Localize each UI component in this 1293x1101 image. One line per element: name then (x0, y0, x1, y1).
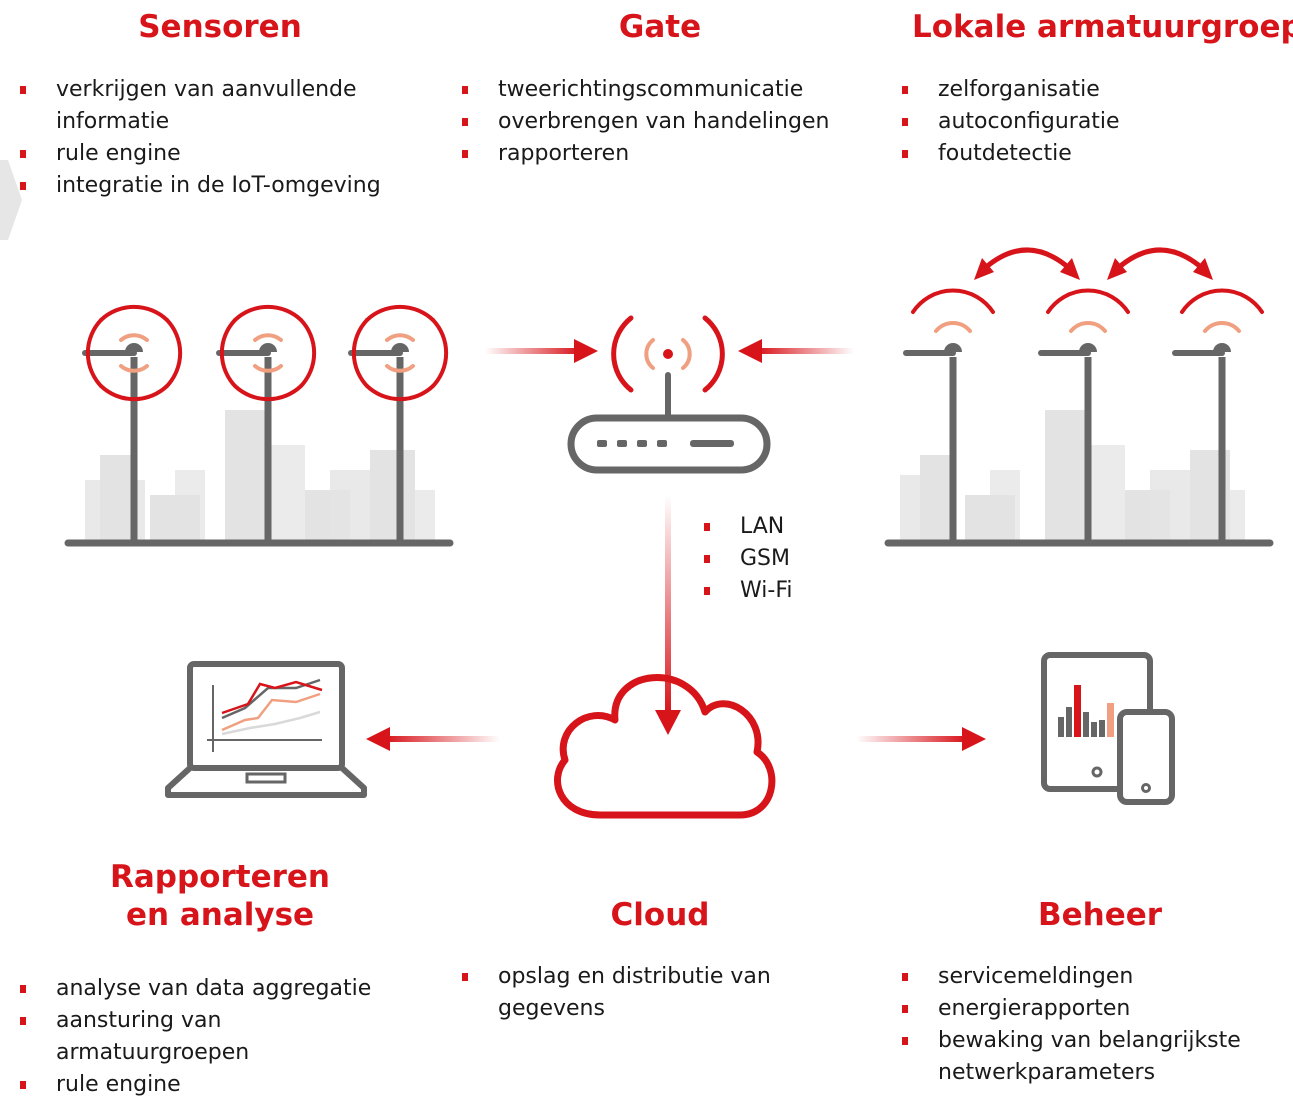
list-item: integratie in de IoT-omgeving (18, 170, 398, 202)
sensoren-heading: Sensoren (138, 9, 302, 45)
gate-heading: Gate (618, 9, 702, 45)
lokale-armatuurgroep-heading: Lokale armatuurgroep (912, 9, 1293, 45)
street-lamp-icon (348, 304, 449, 543)
cloud-list: opslag en distributie van gegevens (460, 961, 790, 1025)
beheer-list: servicemeldingen energierapporten bewaki… (900, 961, 1250, 1089)
list-item: GSM (702, 543, 842, 575)
street-lamp-icon (1172, 288, 1264, 543)
list-item: foutdetectie (900, 138, 1230, 170)
list-item: servicemeldingen (900, 961, 1250, 993)
cloud-icon (554, 674, 776, 819)
gate-list: tweerichtingscommunicatie overbrengen va… (460, 74, 860, 170)
rapporteren-heading-line2: en analyse (125, 897, 315, 933)
street-lamp-icon (216, 304, 317, 543)
list-item: opslag en distributie van gegevens (460, 961, 790, 1025)
street-lamp-icon (903, 288, 995, 543)
local-group-street (884, 247, 1274, 547)
rapporteren-list: analyse van data aggregatie aansturing v… (18, 973, 378, 1101)
arrow-cloud-to-reporting (366, 727, 500, 751)
list-item: bewaking van belangrijkste netwerkparame… (900, 1025, 1250, 1089)
arrow-local-group-to-gate (738, 339, 854, 363)
list-item: aansturing van armatuurgroepen (18, 1005, 378, 1069)
rapporteren-heading-line1: Rapporteren (110, 859, 330, 895)
sensor-street-group (64, 304, 454, 547)
lokale-list: zelforganisatie autoconfiguratie foutdet… (900, 74, 1230, 170)
street-lamp-icon (1038, 288, 1130, 543)
arrow-gate-to-cloud (655, 495, 681, 735)
line-chart-icon (207, 678, 323, 752)
list-item: rule engine (18, 138, 398, 170)
bidirectional-arrow-icon (974, 247, 1080, 280)
phone-icon (1117, 709, 1175, 805)
list-item: analyse van data aggregatie (18, 973, 378, 1005)
list-item: verkrijgen van aanvullende informatie (18, 74, 398, 138)
arrow-sensors-to-gate (485, 339, 598, 363)
sensoren-list: verkrijgen van aanvullende informatie ru… (18, 74, 398, 202)
list-item: rule engine (18, 1069, 378, 1101)
list-item: tweerichtingscommunicatie (460, 74, 860, 106)
connection-type-list: LAN GSM Wi-Fi (702, 511, 842, 607)
bidirectional-arrow-icon (1107, 247, 1213, 280)
beheer-heading: Beheer (1037, 897, 1163, 933)
chevron-decoration (0, 160, 22, 240)
arrow-cloud-to-management (856, 727, 986, 751)
cloud-heading: Cloud (610, 897, 710, 933)
rapporteren-heading: Rapporteren en analyse (80, 858, 360, 934)
router-icon (567, 315, 771, 474)
list-item: Wi-Fi (702, 575, 842, 607)
list-item: autoconfiguratie (900, 106, 1230, 138)
list-item: overbrengen van handelingen (460, 106, 860, 138)
laptop-icon (165, 661, 367, 798)
list-item: rapporteren (460, 138, 860, 170)
street-lamp-icon (82, 304, 183, 543)
list-item: LAN (702, 511, 842, 543)
bar-chart-icon (1058, 685, 1114, 737)
list-item: zelforganisatie (900, 74, 1230, 106)
list-item: energierapporten (900, 993, 1250, 1025)
